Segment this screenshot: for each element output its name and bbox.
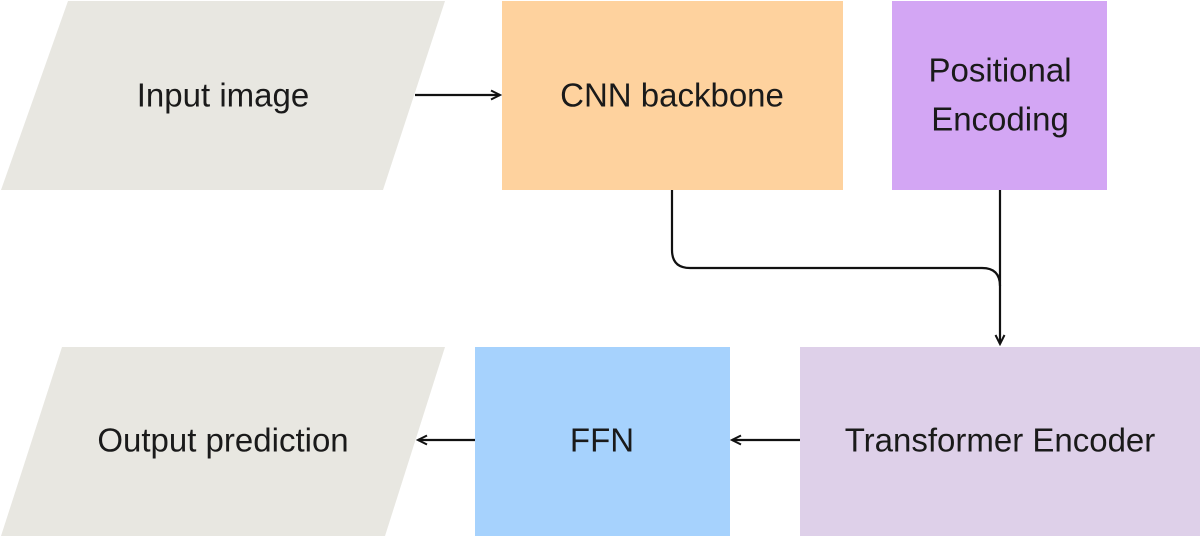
- input-image-shape: [1, 1, 445, 190]
- transformer-encoder-shape: [800, 347, 1200, 536]
- positional-encoding-label-line1: Positional: [928, 52, 1071, 89]
- cnn-backbone-shape: [502, 1, 843, 190]
- node-output-prediction: Output prediction: [1, 347, 445, 536]
- node-transformer-encoder: Transformer Encoder: [800, 347, 1200, 536]
- positional-encoding-label-line2: Encoding: [931, 101, 1069, 138]
- transformer-encoder-label: Transformer Encoder: [845, 422, 1156, 459]
- node-positional-encoding: Positional Encoding: [892, 1, 1107, 190]
- cnn-backbone-label: CNN backbone: [560, 77, 784, 114]
- ffn-label: FFN: [570, 422, 634, 459]
- node-cnn-backbone: CNN backbone: [502, 1, 843, 190]
- output-prediction-shape: [1, 347, 445, 536]
- edge-cnn-to-transformer: [670, 190, 1002, 287]
- node-input-image: Input image: [1, 1, 445, 190]
- positional-encoding-shape: [892, 1, 1107, 190]
- node-ffn: FFN: [475, 347, 730, 536]
- output-prediction-label: Output prediction: [97, 422, 348, 459]
- ffn-shape: [475, 347, 730, 536]
- input-image-label: Input image: [137, 77, 309, 114]
